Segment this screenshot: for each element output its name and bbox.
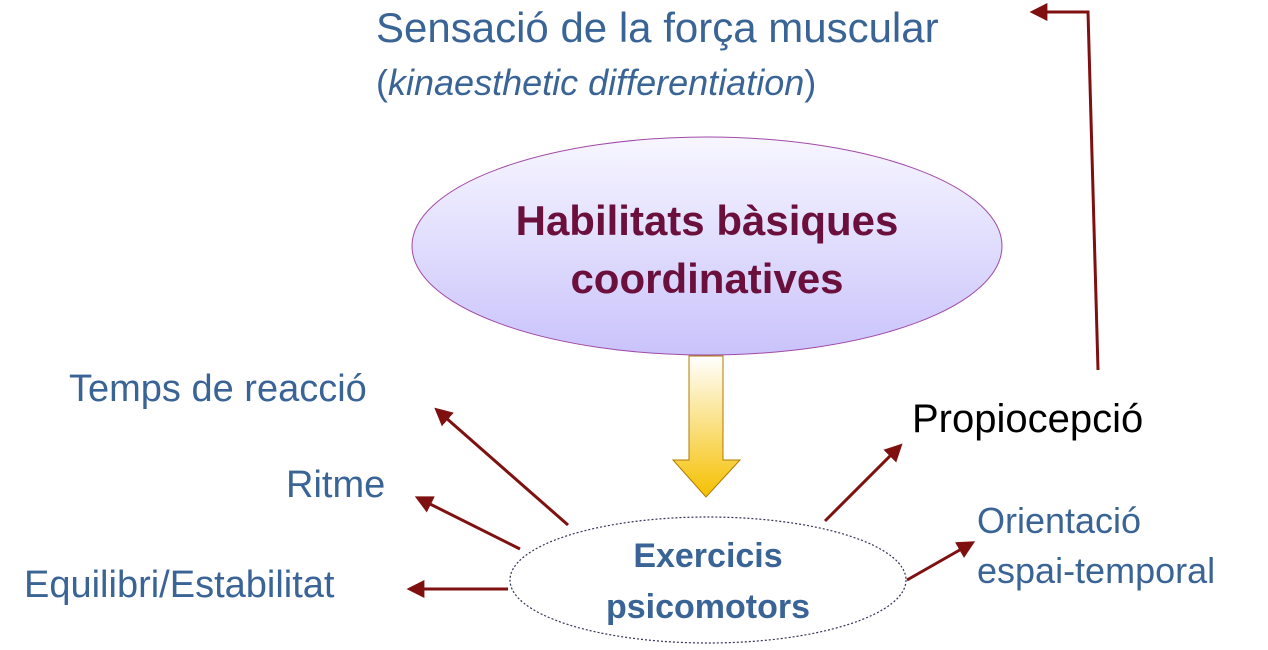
arrow-to-orientacio (906, 541, 976, 582)
center-node-title: Exercicis psicomotors (510, 531, 906, 633)
top-label-title: Sensació de la força muscular (376, 4, 939, 51)
branch-label-reaccio: Temps de reacció (69, 368, 367, 410)
close-paren: ) (804, 62, 817, 103)
block-arrow-down (671, 355, 742, 498)
branch-label-ritme: Ritme (286, 464, 386, 506)
arrow-to-reaccio (434, 407, 569, 527)
branch-label-orientacio-line1: Orientació (977, 500, 1142, 541)
main-node-line2: coordinatives (570, 255, 844, 302)
branch-label-equilibri: Equilibri/Estabilitat (24, 564, 335, 606)
open-paren: ( (376, 62, 388, 103)
top-label-italic: kinaesthetic differentiation (388, 62, 805, 103)
arrow-propiocepcio-to-top (1029, 3, 1100, 371)
center-node-line1: Exercicis (633, 537, 783, 575)
branch-label-propiocepcio: Propiocepció (912, 397, 1144, 441)
main-node-title: Habilitats bàsiques coordinatives (412, 192, 1002, 308)
arrow-to-propiocepcio (823, 443, 903, 523)
branch-label-orientacio-line2: espai-temporal (977, 550, 1216, 591)
top-label-subtitle: (kinaesthetic differentiation) (376, 62, 816, 103)
center-node-line2: psicomotors (605, 588, 811, 626)
center-node-ellipse (509, 516, 907, 644)
main-node-ellipse (411, 136, 1003, 356)
main-node-line1: Habilitats bàsiques (515, 197, 899, 244)
arrow-to-ritme (414, 496, 521, 551)
